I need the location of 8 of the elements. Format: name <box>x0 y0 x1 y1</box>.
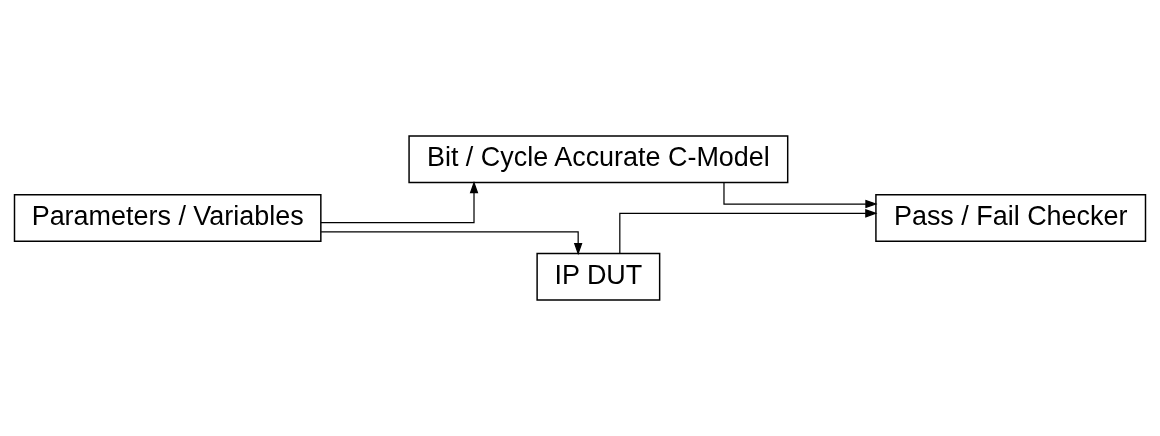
arrow <box>619 209 878 254</box>
node-box: IP DUT <box>536 252 661 301</box>
node-box: Parameters / Variables <box>13 194 322 242</box>
arrow <box>320 231 583 256</box>
node-box: Bit / Cycle Accurate C-Model <box>408 135 789 184</box>
arrow <box>723 182 878 209</box>
arrow <box>320 180 479 224</box>
node-box: Pass / Fail Checker <box>875 194 1147 242</box>
